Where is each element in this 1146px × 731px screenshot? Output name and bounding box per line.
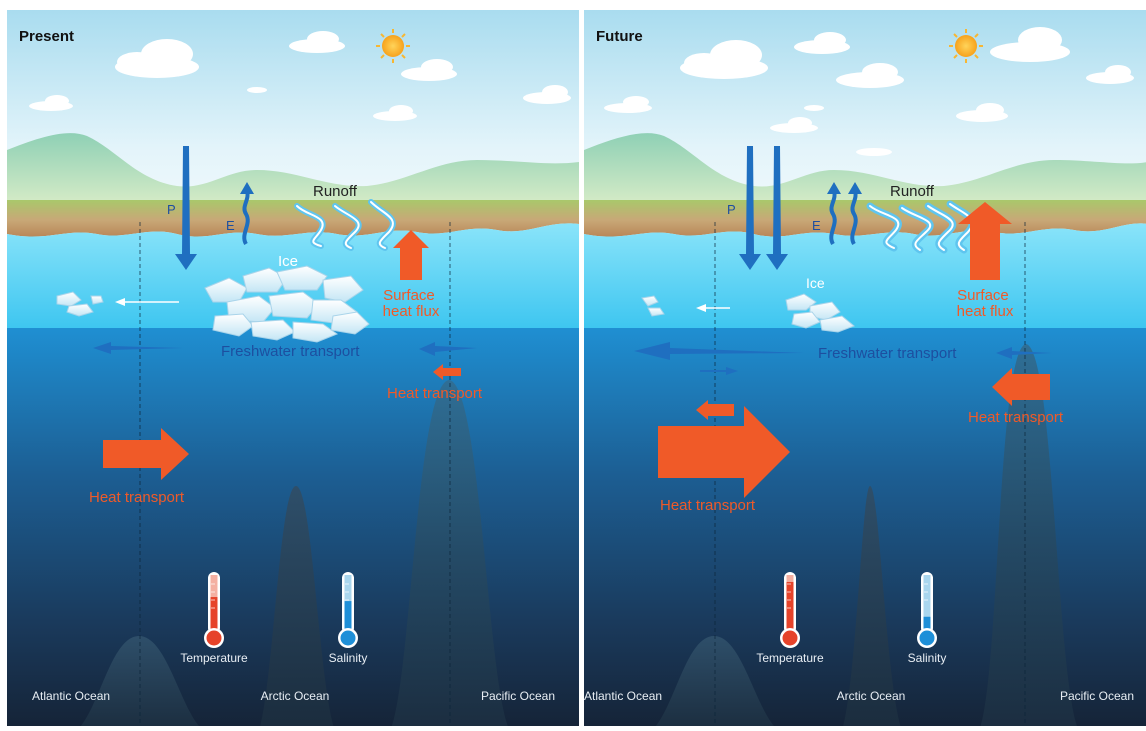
ridge-pacific [389,380,510,731]
panel-present: P E Runoff Ice [7,10,579,731]
temperature-thermometer-icon [204,572,224,648]
atlantic-label: Atlantic Ocean [584,689,662,703]
sun-icon [376,29,410,63]
freshwater-arrow-pacific [996,347,1052,359]
land [7,200,579,237]
panel-separator [579,0,583,726]
surface-water [584,223,1146,328]
ridge-arctic [258,486,336,731]
precipitation-arrow [175,146,197,270]
ridge-atlantic [75,636,205,731]
salinity-thermometer-icon [338,572,358,648]
surface-heat-flux-line2: heat flux [383,303,440,320]
sea-ice [56,265,370,343]
surface-heat-flux-label: Surface heat flux [957,287,1014,320]
ice-label: Ice [806,275,825,291]
runoff-label: Runoff [313,183,358,200]
heat-transport-arrow-small [696,400,734,420]
land [584,200,1146,237]
heat-transport-arrow-atlantic [658,406,790,498]
surface-heat-flux-arrow [958,202,1012,280]
panel-title: Present [19,28,74,45]
freshwater-label: Freshwater transport [221,343,360,360]
heat-transport-label-atlantic: Heat transport [660,497,756,514]
heat-transport-label-pacific: Heat transport [387,385,483,402]
salinity-thermometer-icon [917,572,937,648]
arctic-label: Arctic Ocean [837,689,906,703]
sea-ice [641,293,855,333]
evaporation-label: E [226,218,235,233]
ridge-pacific [978,344,1079,731]
panel-future: P E Runoff Ice Surface heat flux Fr [584,10,1146,731]
salinity-label: Salinity [329,651,368,665]
pacific-label: Pacific Ocean [1060,689,1134,703]
evaporation-arrows [827,182,862,246]
runoff-label: Runoff [890,183,935,200]
surface-heat-flux-arrow [393,230,429,280]
arctic-label: Arctic Ocean [261,689,330,703]
ridge-atlantic [650,636,780,731]
evaporation-arrow [240,182,254,246]
atlantic-label: Atlantic Ocean [32,689,110,703]
clouds [604,27,1134,156]
freshwater-small-arrow [700,367,738,375]
ice-label: Ice [278,253,298,270]
temperature-label: Temperature [756,651,824,665]
freshwater-label: Freshwater transport [818,345,957,362]
pacific-label: Pacific Ocean [481,689,555,703]
ice-export-arrow [115,298,179,306]
heat-transport-arrow-atlantic [103,428,189,480]
precipitation-label: P [727,202,736,217]
clouds [29,31,571,121]
evaporation-label: E [812,218,821,233]
freshwater-arrow-atlantic [93,342,183,354]
heat-transport-label-atlantic: Heat transport [89,489,185,506]
panel-title: Future [596,28,643,45]
heat-transport-label-pacific: Heat transport [968,409,1064,426]
mountains [7,133,579,206]
temperature-thermometer-icon [780,572,800,648]
precipitation-arrows [739,146,788,270]
ridge-arctic [841,486,903,731]
surface-heat-flux-line2: heat flux [957,303,1014,320]
precipitation-label: P [167,202,176,217]
runoff-swirls [294,199,396,251]
runoff-swirls [866,200,976,254]
surface-heat-flux-line1: Surface [957,287,1009,304]
heat-transport-arrow-pacific [433,364,461,380]
heat-transport-arrow-pacific [992,368,1050,406]
mountains [584,133,1146,206]
temperature-label: Temperature [180,651,248,665]
freshwater-arrow-pacific [419,342,477,356]
sun-icon [949,29,983,63]
salinity-label: Salinity [908,651,947,665]
surface-heat-flux-label: Surface heat flux [383,287,440,320]
surface-heat-flux-line1: Surface [383,287,435,304]
ice-export-arrow [696,304,730,312]
freshwater-arrow-atlantic [634,342,804,360]
